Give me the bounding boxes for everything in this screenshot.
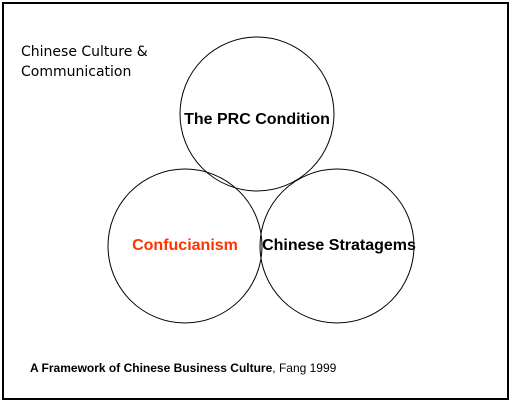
caption: A Framework of Chinese Business Culture,… [30,361,336,375]
corner-title-line2: Communication [21,64,132,80]
caption-citation: , Fang 1999 [272,361,337,375]
slide-frame [2,2,509,400]
corner-title-line1: Chinese Culture & [21,44,148,60]
circle-confucianism [107,168,263,324]
label-chinese-stratagems: Chinese Stratagems [262,237,416,254]
circle-stratagems [259,168,415,324]
circle-prc [179,36,335,192]
corner-title: Chinese Culture & Communication [21,42,148,82]
caption-title: A Framework of Chinese Business Culture [30,361,273,375]
label-confucianism: Confucianism [132,237,238,254]
label-prc-condition: The PRC Condition [184,111,330,128]
